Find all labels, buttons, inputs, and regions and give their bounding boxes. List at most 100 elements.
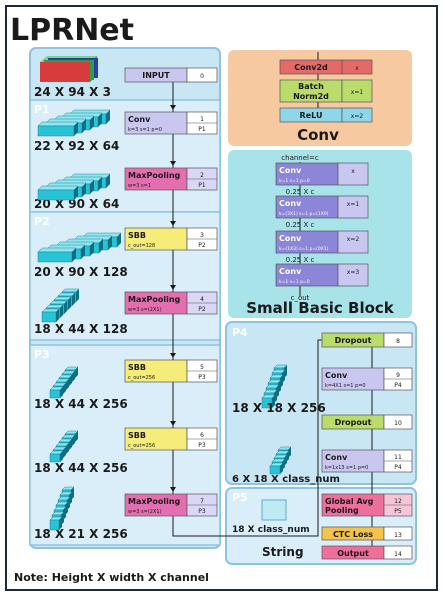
- feature-map-stack-icon: [261, 364, 288, 409]
- node-name: Conv: [279, 166, 302, 175]
- node-params: k=1 s=1 p=0: [279, 178, 310, 184]
- panel-p5-label: P5: [232, 491, 248, 504]
- shape-label: 20 X 90 X 128: [34, 265, 128, 279]
- shape-label: 22 X 92 X 64: [34, 139, 119, 153]
- node-params: w=3 s=1: [128, 183, 151, 189]
- shape-label: 18 X 44 X 256: [34, 461, 128, 475]
- network-node-maxpooling: MaxPooling w=3 s=1 2P1: [124, 167, 218, 191]
- feature-map-stack-icon: [269, 446, 292, 475]
- node-name: Batch: [298, 82, 324, 91]
- node-number: 8: [396, 338, 400, 345]
- node-panel-tag: P1: [198, 182, 206, 189]
- node-number: x=3: [347, 269, 360, 276]
- node-number: 4: [200, 296, 204, 303]
- p5-shape-label: 18 X class_num: [232, 525, 310, 535]
- shape-label: 18 X 21 X 256: [34, 527, 128, 541]
- feature-map-stack-icon: [49, 486, 75, 531]
- node-number: 2: [200, 172, 204, 179]
- node-number: 12: [394, 498, 402, 505]
- string-label: String: [262, 545, 304, 559]
- node-name: Dropout: [335, 336, 372, 345]
- node-number: 11: [394, 454, 402, 461]
- node-panel-tag: P4: [394, 464, 402, 471]
- panel-p3-label: P3: [34, 348, 50, 361]
- shape-label: 18 X 44 X 256: [34, 397, 128, 411]
- node-number: 1: [200, 116, 204, 123]
- node-name: MaxPooling: [128, 171, 181, 180]
- sbb-conv-node: Conv k=(3X1) s=1 p=(1X0) x=1 0.25 X c: [275, 195, 369, 229]
- feature-map-stack-icon: [37, 109, 111, 137]
- node-number: 3: [200, 232, 204, 239]
- node-number: 13: [394, 532, 402, 539]
- node-name: Conv: [279, 267, 302, 276]
- class-vector-icon: [261, 499, 287, 521]
- flow-arrows: [170, 105, 176, 492]
- node-panel-tag: P3: [198, 508, 206, 515]
- node-panel-tag: P3: [198, 374, 206, 381]
- feature-map-stack-icon: [37, 173, 111, 201]
- arrow-head: [170, 353, 176, 358]
- node-number: 6: [200, 432, 204, 439]
- p4-shape-label: 18 X 18 X 256: [232, 401, 326, 415]
- node-number: x=1: [351, 89, 364, 96]
- node-number: 5: [200, 364, 204, 371]
- feature-map-stack-icon: [37, 232, 122, 263]
- node-name: Conv: [279, 199, 302, 208]
- shape-label: 20 X 90 X 64: [34, 197, 119, 211]
- node-name: ReLU: [300, 111, 323, 120]
- node-panel-tag: P2: [198, 242, 206, 249]
- arrow-head: [170, 221, 176, 226]
- node-params: k=(3X1) s=1 p=(1X0): [279, 211, 329, 217]
- node-name: Pooling: [325, 506, 359, 515]
- sbb-channel-in: channel=c: [281, 154, 319, 162]
- node-params: k=4X1 s=1 p=0: [325, 383, 366, 389]
- arrow-head: [170, 161, 176, 166]
- node-name: INPUT: [142, 71, 170, 80]
- p4-shape-label: 6 X 18 X class_num: [232, 474, 340, 485]
- node-panel-tag: P4: [394, 382, 402, 389]
- node-number: x=1: [347, 201, 360, 208]
- node-panel-tag: P1: [198, 126, 206, 133]
- node-name: Norm2d: [293, 92, 329, 101]
- feature-map-stack-icon: [41, 288, 80, 323]
- conv-block-node: Conv2d x: [279, 59, 373, 75]
- node-params: k=1x13 s=1 p=0: [325, 465, 368, 471]
- node-name: SBB: [128, 363, 146, 372]
- node-name: Conv: [128, 115, 151, 124]
- node-number: x=2: [351, 113, 364, 120]
- node-number: 10: [394, 420, 402, 427]
- node-name: Conv: [325, 371, 348, 380]
- node-number: x: [355, 65, 359, 72]
- node-name: SBB: [128, 231, 146, 240]
- sbb-c-out: c_out: [291, 294, 310, 302]
- node-panel-tag: P3: [198, 442, 206, 449]
- node-name: Conv2d: [294, 63, 328, 72]
- node-number: 9: [396, 372, 400, 379]
- node-number: 0: [200, 73, 204, 80]
- sbb-channel-label: 0.25 X c: [286, 188, 315, 196]
- arrow-head: [170, 105, 176, 110]
- arrow-head: [170, 487, 176, 492]
- node-params: w=3 s=(2X1): [128, 509, 162, 515]
- sbb-panel-title: Small Basic Block: [246, 299, 395, 317]
- node-params: k=(1X3) s=1 p=(0X1): [279, 246, 329, 252]
- input-feature-map-icon: [40, 56, 98, 82]
- node-name: MaxPooling: [128, 497, 181, 506]
- shape-label: 24 X 94 X 3: [34, 85, 111, 99]
- sbb-channel-label: 0.25 X c: [286, 256, 315, 264]
- node-panel-tag: P5: [394, 508, 402, 515]
- sbb-channel-label: 0.25 X c: [286, 221, 315, 229]
- p4-node: Dropout 8: [321, 332, 413, 348]
